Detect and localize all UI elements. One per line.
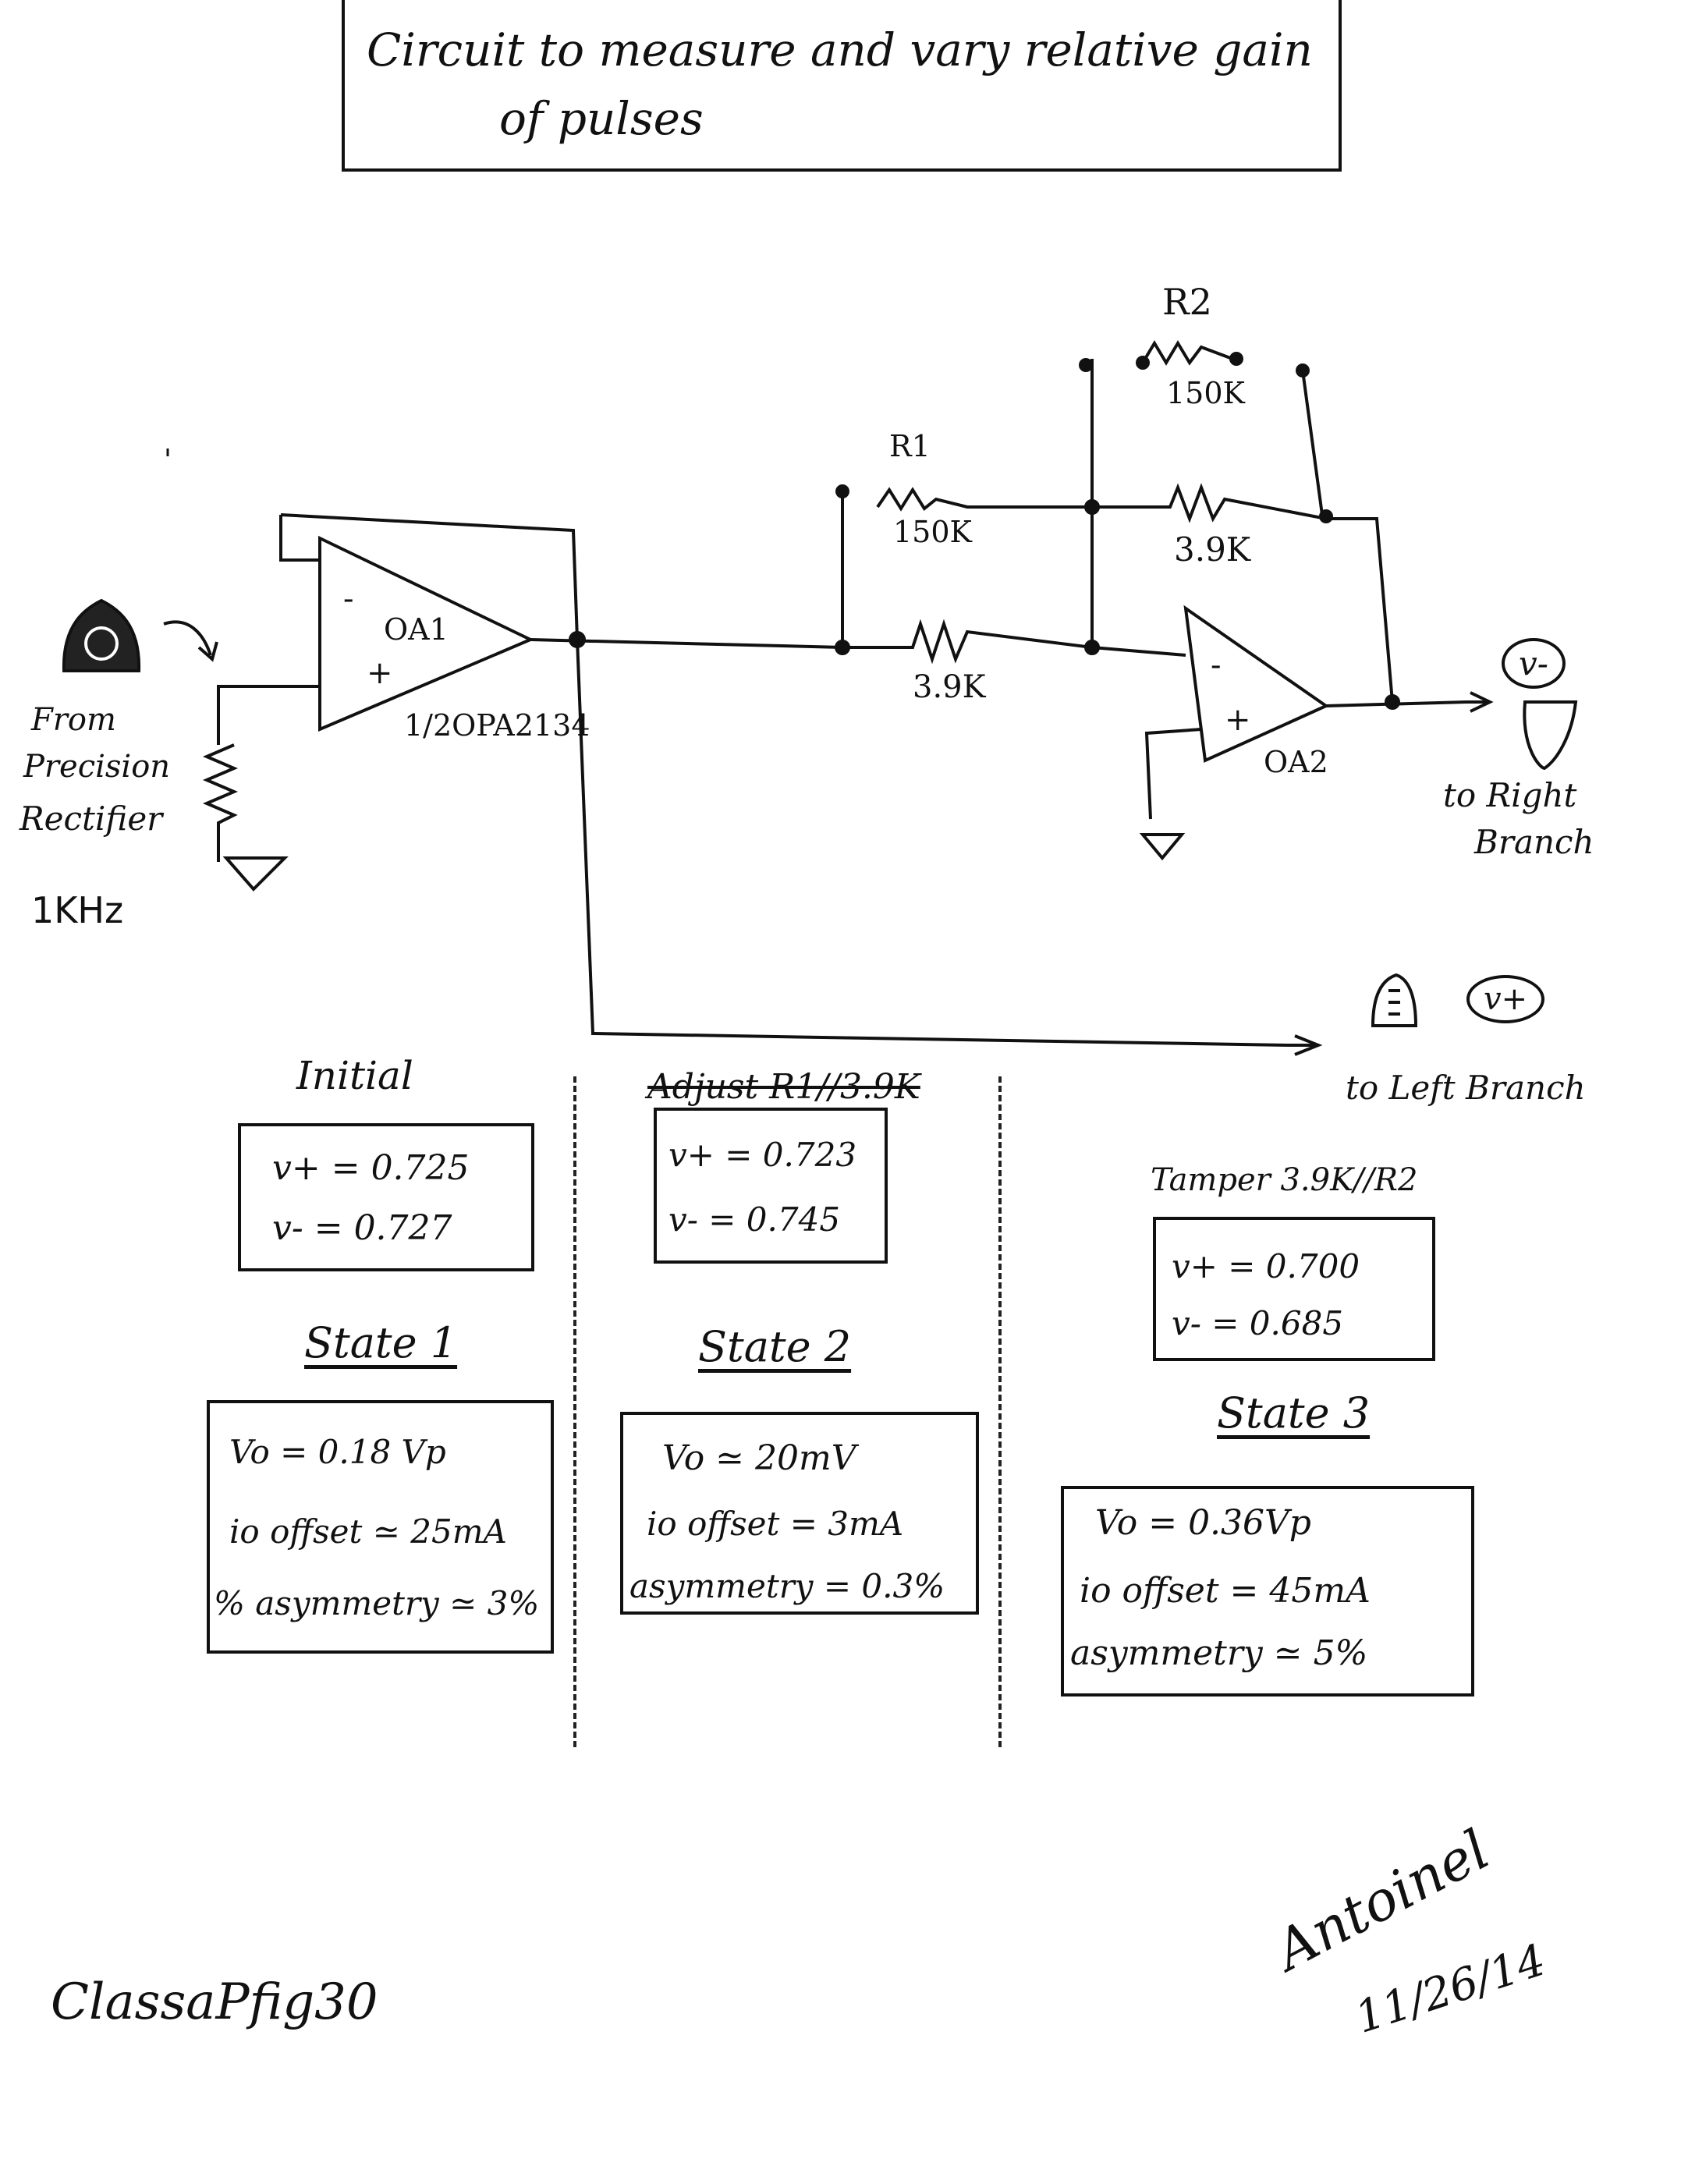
left-output-symbol: v+ xyxy=(1466,975,1545,1023)
oa1-label: OA1 xyxy=(384,612,449,647)
figure-label: ClassaPfig30 xyxy=(51,1973,378,2031)
oa1-part-label: 1/2OPA2134 xyxy=(404,708,590,743)
resistor-3-9k-top xyxy=(1092,483,1394,703)
col2-heading: Adjust R1//3.9K xyxy=(647,1067,920,1107)
resistor-r2 xyxy=(1141,340,1233,366)
col3-result-1: Vo = 0.36Vp xyxy=(1095,1503,1311,1543)
col2-measure-box: v+ = 0.723 v- = 0.745 xyxy=(654,1108,888,1264)
resistor-3-9k-mid xyxy=(842,619,1093,665)
res-top-value: 3.9K xyxy=(1174,530,1251,569)
col3-state: State 3 xyxy=(1217,1388,1371,1438)
col2-result-box: Vo ≃ 20mV io offset = 3mA asymmetry = 0.… xyxy=(620,1412,979,1615)
title-line-2: of pulses xyxy=(499,92,704,145)
col1-vplus: v+ = 0.725 xyxy=(272,1148,470,1188)
source-line-1: From xyxy=(31,702,116,738)
oa2-label: OA2 xyxy=(1264,745,1328,779)
right-output-line-2: Branch xyxy=(1474,823,1594,861)
title-line-1: Circuit to measure and vary relative gai… xyxy=(367,23,1313,76)
source-coil-symbol xyxy=(62,598,141,672)
col1-result-box: Vo = 0.18 Vp io offset ≃ 25mA % asymmetr… xyxy=(207,1400,554,1654)
ground-symbol-2 xyxy=(1139,833,1186,861)
col1-vminus: v- = 0.727 xyxy=(272,1208,452,1248)
column-separator-2 xyxy=(998,1076,1002,1747)
col3-result-2: io offset = 45mA xyxy=(1080,1571,1371,1611)
col2-result-3: asymmetry = 0.3% xyxy=(629,1567,945,1605)
col3-result-3: asymmetry ≃ 5% xyxy=(1070,1633,1368,1673)
col2-result-1: Vo ≃ 20mV xyxy=(662,1438,856,1478)
source-frequency: 1KHz xyxy=(31,889,124,931)
ground-symbol-1 xyxy=(217,856,289,892)
title-box xyxy=(342,0,1342,172)
oa2-minus: - xyxy=(1211,647,1222,683)
right-output-line-1: to Right xyxy=(1443,776,1577,814)
col1-result-2: io offset ≃ 25mA xyxy=(229,1512,507,1551)
oa1-plus: + xyxy=(367,655,393,691)
left-arrow xyxy=(1287,1034,1323,1056)
right-output-cup xyxy=(1523,700,1578,771)
col3-heading: Tamper 3.9K//R2 xyxy=(1151,1162,1418,1198)
col3-measure-box: v+ = 0.700 v- = 0.685 xyxy=(1153,1217,1435,1361)
oa2-triangle xyxy=(1183,604,1330,763)
source-line-3: Rectifier xyxy=(20,800,163,838)
col1-result-3: % asymmetry ≃ 3% xyxy=(214,1584,540,1622)
col2-state: State 2 xyxy=(698,1322,852,1371)
r1-label: R1 xyxy=(889,429,931,463)
oa2-plus: + xyxy=(1225,702,1251,738)
col2-vminus: v- = 0.745 xyxy=(668,1200,841,1239)
col1-state: State 1 xyxy=(304,1318,458,1367)
col1-measure-box: v+ = 0.725 v- = 0.727 xyxy=(238,1123,534,1271)
source-line-2: Precision xyxy=(23,749,171,785)
oa1-triangle xyxy=(318,535,534,732)
input-resistor xyxy=(202,743,239,862)
col1-result-1: Vo = 0.18 Vp xyxy=(229,1433,446,1471)
col2-vplus: v+ = 0.723 xyxy=(668,1136,857,1174)
col1-heading: Initial xyxy=(296,1053,413,1098)
resistor-r1 xyxy=(876,487,1092,512)
right-output-symbol: v- xyxy=(1502,638,1566,689)
right-arrow xyxy=(1466,691,1494,713)
col2-result-2: io offset = 3mA xyxy=(647,1505,904,1543)
column-separator-1 xyxy=(573,1076,576,1747)
left-output-label: to Left Branch xyxy=(1346,1069,1586,1107)
col3-vplus: v+ = 0.700 xyxy=(1172,1247,1360,1285)
r2-label: R2 xyxy=(1162,281,1212,323)
left-output-coil xyxy=(1371,973,1418,1027)
col3-result-box: Vo = 0.36Vp io offset = 45mA asymmetry ≃… xyxy=(1061,1486,1474,1696)
res-mid-value: 3.9K xyxy=(913,669,986,705)
r2-value: 150K xyxy=(1166,376,1245,410)
r1-value: 150K xyxy=(893,515,972,549)
oa1-minus: - xyxy=(343,581,354,617)
col3-vminus: v- = 0.685 xyxy=(1172,1304,1344,1342)
